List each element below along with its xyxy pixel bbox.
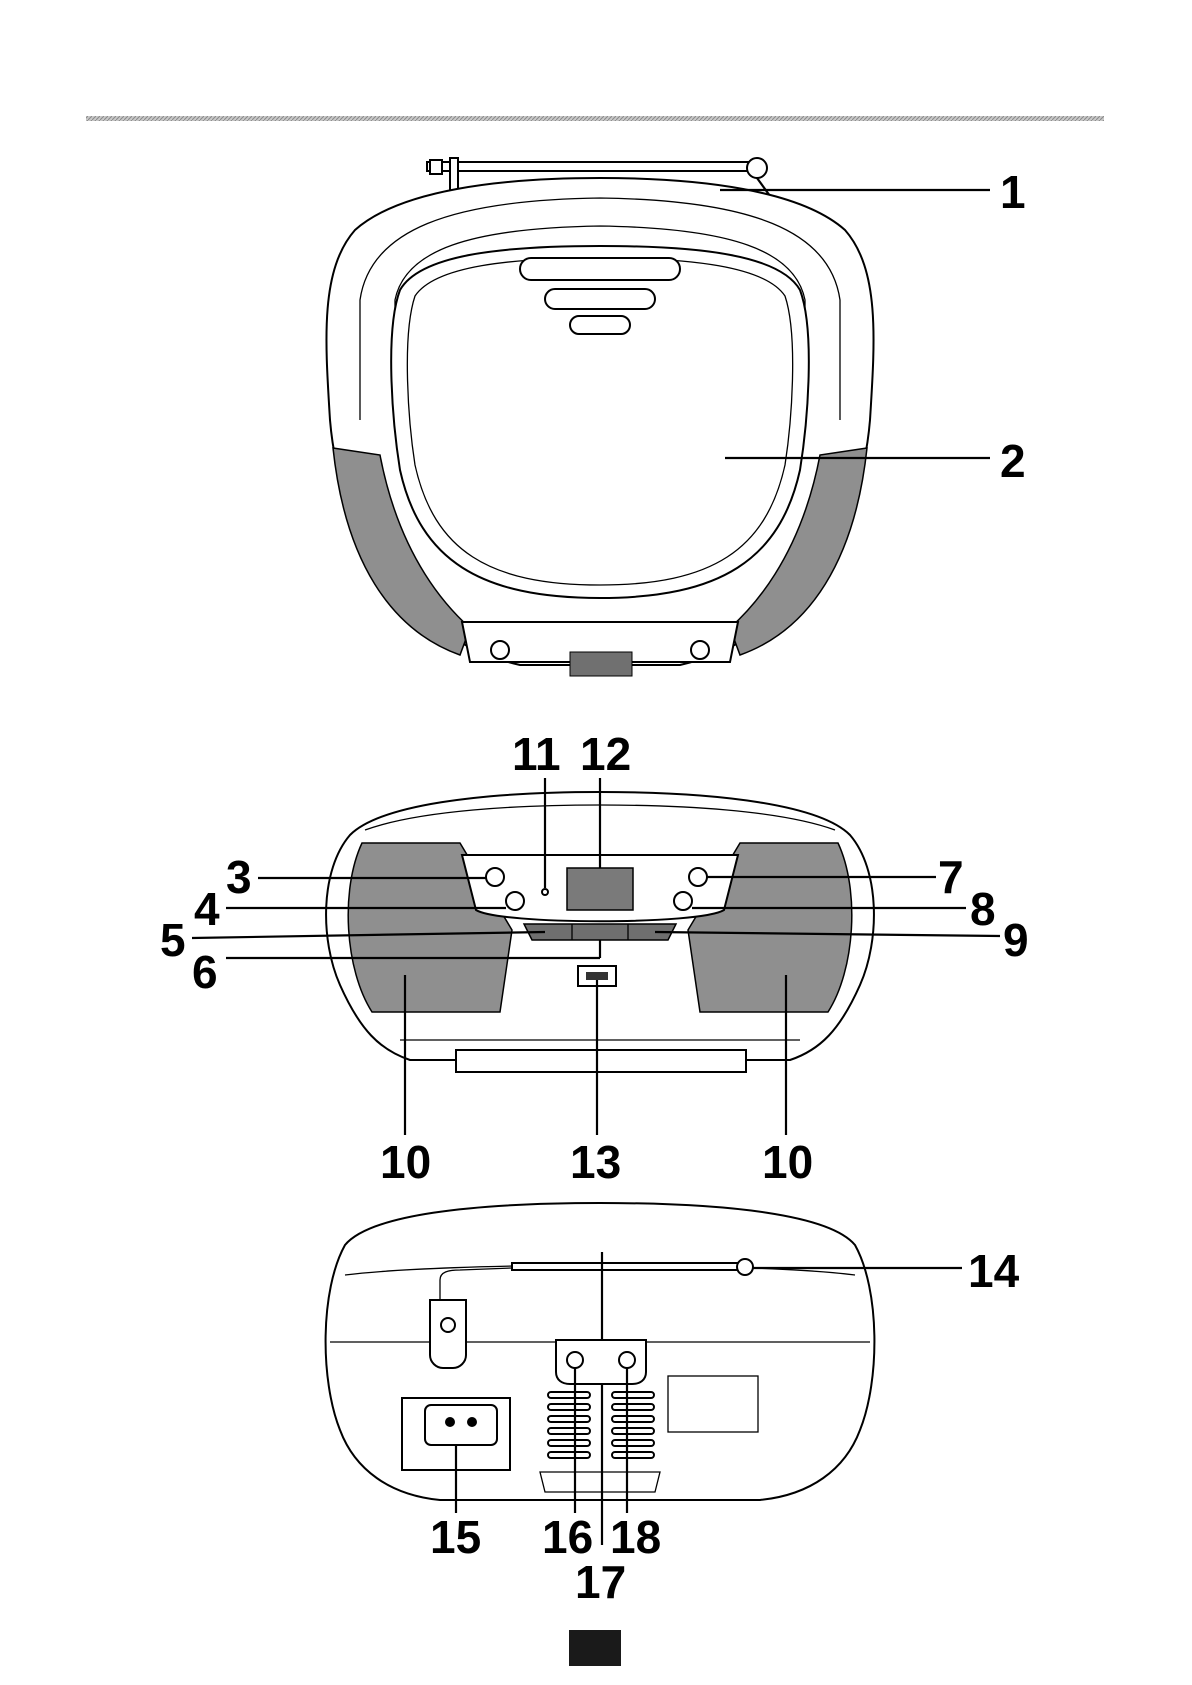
callout-14: 14	[968, 1245, 1020, 1297]
callout-2: 2	[1000, 435, 1026, 487]
ac-socket	[425, 1405, 497, 1445]
callout-10-right: 10	[762, 1136, 813, 1188]
callout-13: 13	[570, 1136, 621, 1188]
button-8	[674, 892, 692, 910]
callout-12: 12	[580, 728, 631, 780]
callout-4: 4	[194, 883, 220, 935]
top-display-window	[570, 652, 632, 676]
button-7	[689, 868, 707, 886]
back-view-illustration	[326, 1203, 875, 1500]
callout-11: 11	[512, 728, 561, 780]
callout-10-left: 10	[380, 1136, 431, 1188]
callout-3: 3	[226, 851, 252, 903]
callout-17: 17	[575, 1556, 626, 1608]
callout-1: 1	[1000, 166, 1026, 218]
callout-6: 6	[192, 946, 218, 998]
callout-7: 7	[938, 851, 964, 903]
callout-9: 9	[1003, 914, 1029, 966]
button-row	[524, 924, 676, 940]
top-view-illustration	[326, 158, 873, 676]
callout-5: 5	[160, 914, 186, 966]
jack-left	[567, 1352, 583, 1368]
jack-right	[619, 1352, 635, 1368]
button-4	[506, 892, 524, 910]
callout-15: 15	[430, 1511, 481, 1563]
indicator-led	[542, 889, 548, 895]
page-number-badge	[569, 1630, 621, 1666]
header-rule	[86, 116, 1104, 121]
lcd-display	[567, 868, 633, 910]
callout-8: 8	[970, 883, 996, 935]
button-3	[486, 868, 504, 886]
